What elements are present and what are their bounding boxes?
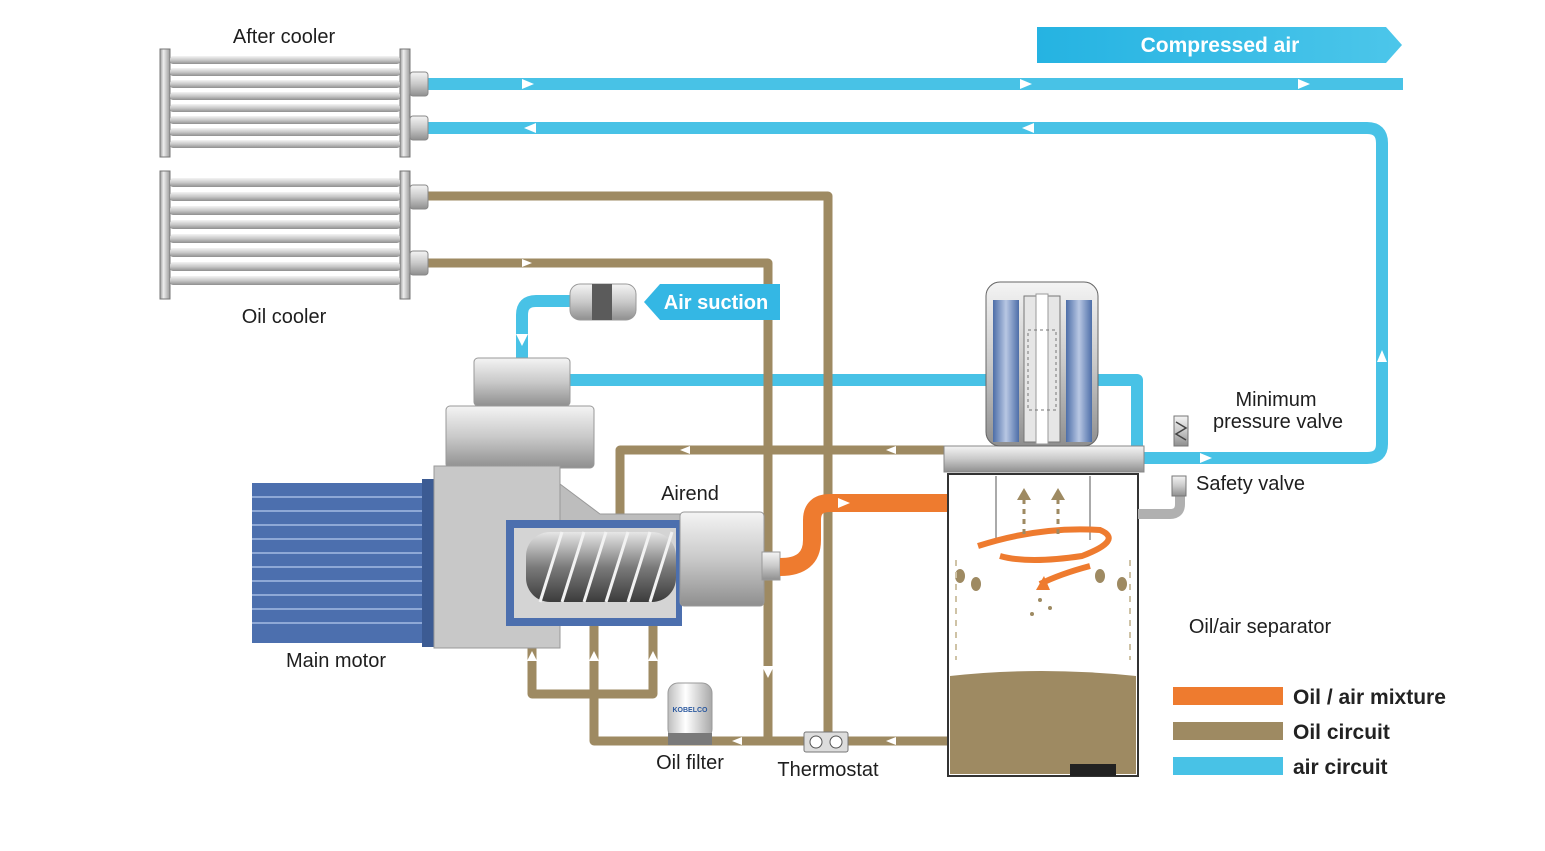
legend-label: Oil / air mixture [1293,686,1446,709]
after-cooler-label: After cooler [233,26,336,48]
oil-cooler [159,170,429,300]
thermostat-label: Thermostat [777,759,879,781]
component-labels: After cooler Oil cooler Airend Main moto… [233,26,1343,781]
flow-arrow-icon [1377,350,1387,362]
aftercooler-return-pipe [428,122,1388,464]
legend-item-oil-air-mixture: Oil / air mixture [1173,686,1446,709]
oil-filter-label: Oil filter [656,752,724,774]
air-suction-filter [569,283,637,321]
flow-arrow-icon [1020,79,1032,89]
flow-arrow-icon [522,259,532,267]
flow-arrow-icon [1298,79,1310,89]
oil-air-separator [943,445,1145,777]
legend-swatch [1173,757,1283,775]
oil-air-mixture-pipe [779,494,948,576]
thermostat [803,731,849,753]
airend-to-separator-air-pipe [568,374,1143,452]
minimum-pressure-valve [1173,415,1189,447]
oil-air-separator-label: Oil/air separator [1189,616,1332,638]
air-suction-pipe [516,295,572,360]
flow-arrows [516,79,1387,745]
air-suction-tag: Air suction [644,284,780,320]
oil-filter: KOBELCO [667,682,713,745]
separator-dashed-edges [955,560,1131,660]
safety-valve-label: Safety valve [1196,473,1305,495]
flow-arrow-icon [1022,123,1034,133]
legend-swatch [1173,687,1283,705]
air-circuit-pipes [428,78,1403,464]
minimum-pressure-valve-label-line2: pressure valve [1213,411,1343,433]
flow-arrow-icon [527,651,537,661]
legend: Oil / air mixture Oil circuit air circui… [1173,686,1446,779]
minimum-pressure-valve-label-line1: Minimum [1235,389,1316,411]
oil-droplets [955,569,1127,616]
flow-arrow-icon [1200,453,1212,463]
airend [433,357,781,649]
screw-rotor [526,531,676,603]
compressed-air-label: Compressed air [1141,34,1300,57]
flow-arrow-icon [886,737,896,745]
oil-cooler-upper-pipe [428,191,833,738]
main-motor-label: Main motor [286,650,386,672]
main-motor [252,479,434,647]
oil-cooler-label: Oil cooler [242,306,327,328]
flow-arrow-icon [762,666,774,678]
legend-item-oil-circuit: Oil circuit [1173,721,1390,744]
legend-item-air-circuit: air circuit [1173,756,1388,779]
safety-valve [1138,475,1187,519]
flow-arrow-icon [838,498,850,508]
flow-arrow-icon [680,446,690,454]
flow-arrow-icon [522,79,534,89]
compressed-air-banner: Compressed air [1037,27,1402,63]
oil-filter-brand: KOBELCO [673,707,709,714]
air-suction-label: Air suction [664,292,768,314]
oil-cooler-tubes [170,178,400,285]
legend-swatch [1173,722,1283,740]
legend-label: Oil circuit [1293,721,1390,744]
separator-oil-upper-pipe [615,445,948,514]
after-cooler [159,48,429,158]
flow-arrow-icon [648,651,658,661]
flow-arrow-icon [516,334,528,346]
flow-arrow-icon [589,651,599,661]
separator-element [985,281,1099,447]
airend-label: Airend [661,483,719,505]
after-cooler-tubes [170,56,400,148]
legend-label: air circuit [1293,756,1388,779]
flow-arrow-icon [886,446,896,454]
flow-arrow-icon [732,737,742,745]
flow-arrow-icon [524,123,536,133]
